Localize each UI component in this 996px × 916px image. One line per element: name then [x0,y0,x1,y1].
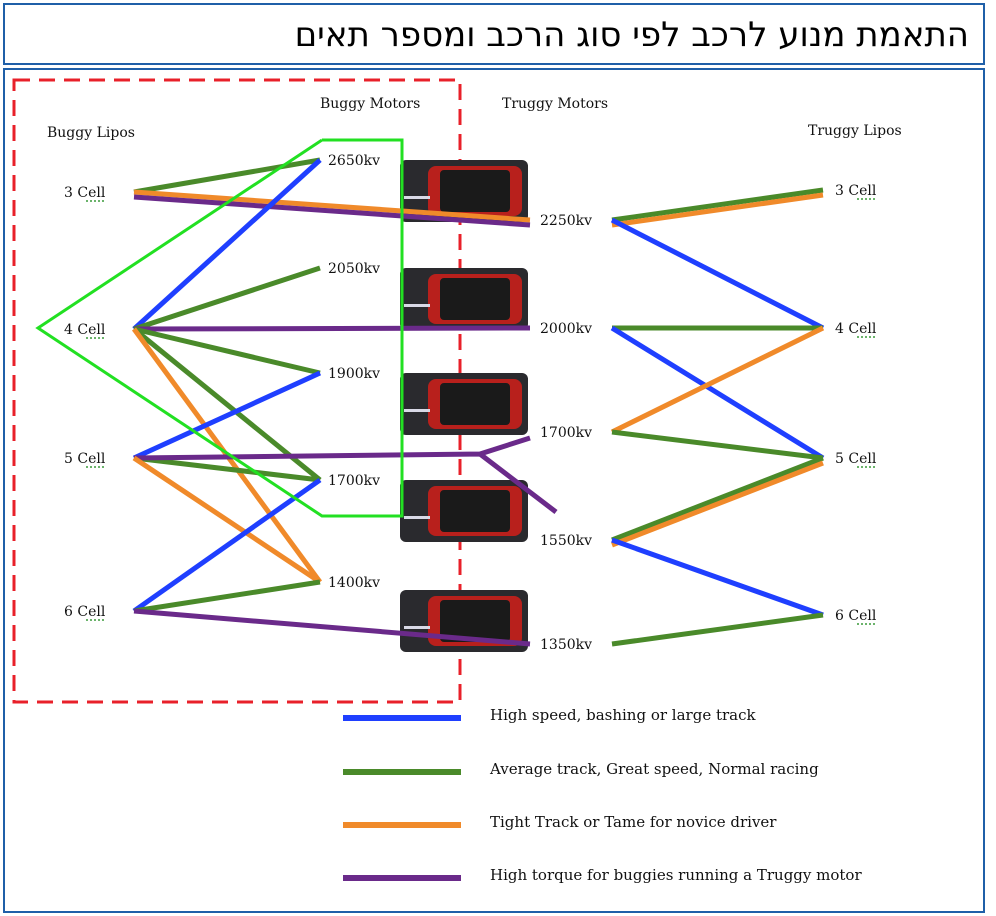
connection-line-purple [133,608,531,647]
title-box: התאמת מנוע לרכב לפי סוג הרכב ומספר תאים [3,3,985,65]
connection-line-orange [132,455,322,585]
buggy-motors-label: 2050kv [328,261,380,277]
green-highlight-shape [35,138,404,518]
connection-line-purple [133,325,531,332]
buggy-lipos-label: 3 Cell [64,185,106,201]
buggy-motors-label: 2650kv [328,153,380,169]
page-title: התאמת מנוע לרכב לפי סוג הרכב ומספר תאים [294,15,969,55]
buggy-lipos-label: 4 Cell [64,322,106,338]
connection-line-green [133,157,321,195]
truggy-motors-label: 2250kv [540,213,592,229]
truggy-motors-label: 2000kv [540,321,592,337]
connection-line-blue [611,537,824,618]
motor-image [400,160,528,222]
connection-line-purple [133,435,558,514]
connection-line-blue [132,158,322,331]
header-buggy-lipos: Buggy Lipos [47,125,135,141]
connection-line-green [611,187,824,223]
legend-label-blue: High speed, bashing or large track [490,706,757,724]
diagram-frame [3,68,985,913]
motor-image [400,480,528,542]
connection-line-blue [132,477,322,614]
motor-image [400,268,528,330]
connection-line-green [133,326,321,376]
connection-line-green [133,579,321,614]
connection-line-green [133,455,321,483]
connection-line-blue [610,217,825,331]
connection-line-orange [611,192,824,228]
connection-lines [131,157,825,647]
connection-line-green [611,429,824,461]
connection-line-green [611,612,824,647]
truggy-motors-label: 1350kv [540,637,592,653]
header-truggy-motors: Truggy Motors [502,96,608,112]
buggy-motors-label: 1700kv [328,473,380,489]
connection-line-orange [133,189,531,223]
truggy-lipos-label: 3 Cell [835,183,877,199]
legend: High speed, bashing or large trackAverag… [343,706,862,884]
connection-line-purple [133,194,531,228]
buggy-motors-label: 1400kv [328,575,380,591]
truggy-lipos-label: 4 Cell [835,321,877,337]
connection-line-blue [132,370,322,461]
truggy-lipos-label: 5 Cell [835,451,877,467]
truggy-motors-label: 1700kv [540,425,592,441]
connection-line-orange [611,460,824,548]
motor-images [400,160,528,652]
legend-label-purple: High torque for buggies running a Truggy… [490,866,862,884]
buggy-motors-label: 1900kv [328,366,380,382]
legend-label-orange: Tight Track or Tame for novice driver [490,813,777,831]
connection-line-blue [610,325,825,461]
connection-line-green [611,455,824,543]
truggy-lipos-label: 6 Cell [835,608,877,624]
buggy-lipos-label: 5 Cell [64,451,106,467]
buggy-lipos-label: 6 Cell [64,604,106,620]
header-truggy-lipos: Truggy Lipos [808,123,902,139]
node-labels: 3 Cell 4 Cell 5 Cell 6 Cell 2650kv 2050kv 1900… [64,153,877,653]
connection-line-green [133,265,321,332]
legend-label-green: Average track, Great speed, Normal racin… [489,760,819,778]
truggy-motors-label: 1550kv [540,533,592,549]
connection-line-orange [610,325,825,435]
header-buggy-motors: Buggy Motors [320,96,420,112]
motor-image [400,373,528,435]
